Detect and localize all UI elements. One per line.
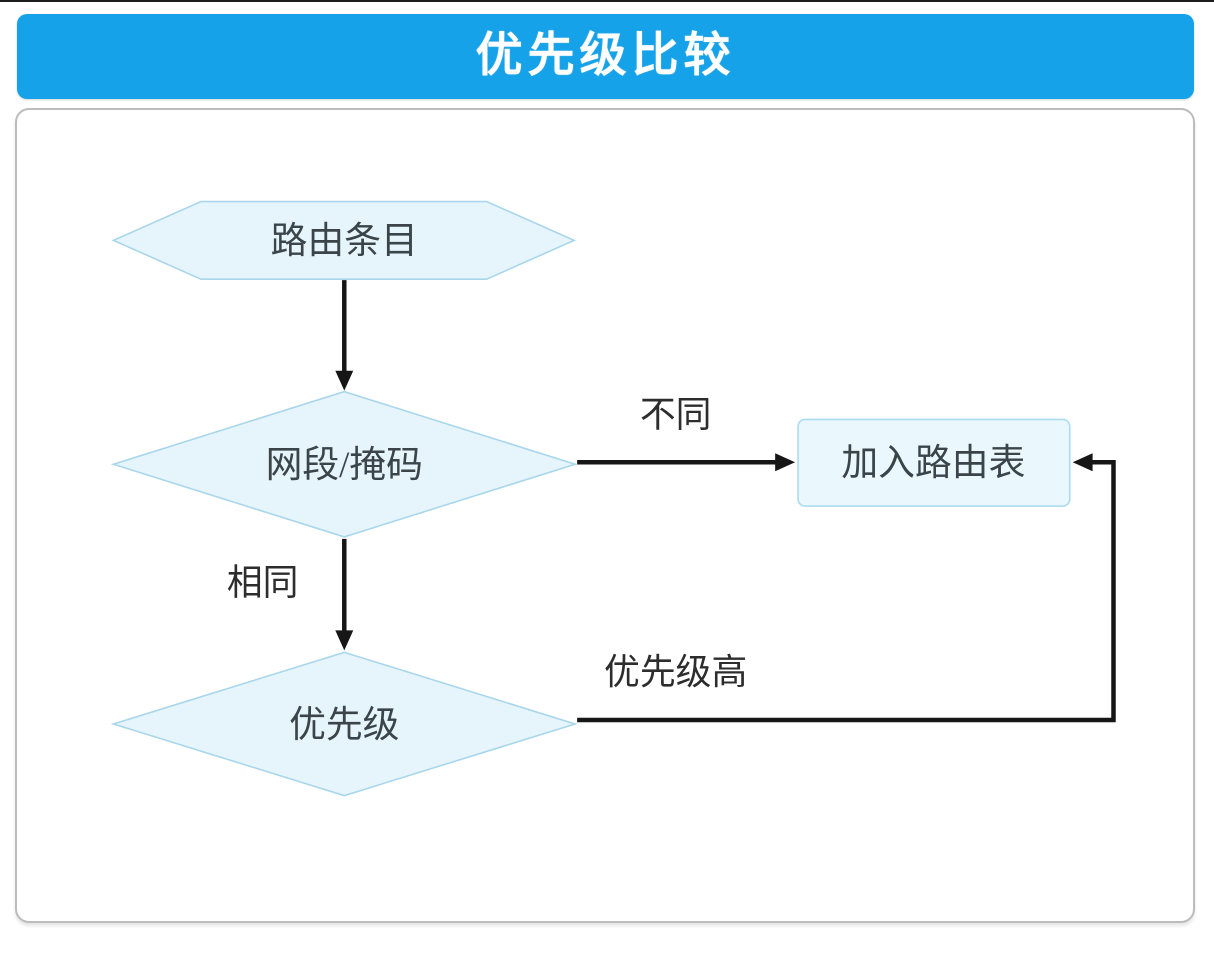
- diamond-segment-mask: [110, 390, 578, 538]
- edge-higher-priority-arrowhead: [1072, 453, 1093, 472]
- title-banner: 优先级比较: [17, 14, 1194, 99]
- diamond-priority-label: 优先级: [289, 704, 399, 745]
- edge-higher-priority-line: [577, 460, 1116, 723]
- edge-same-arrowhead: [335, 630, 354, 651]
- flowchart-canvas: 路由条目 网段/掩码 不同 加入路由表 相同 优先级 优先级高: [110, 200, 1116, 797]
- hexagon-route-entry-label: 路由条目: [271, 220, 418, 261]
- flowchart-panel: 路由条目 网段/掩码 不同 加入路由表 相同 优先级 优先级高: [15, 108, 1195, 923]
- rect-add-route-table-label: 加入路由表: [841, 442, 1025, 483]
- page-title: 优先级比较: [475, 30, 736, 82]
- edge-route-to-mask-arrowhead: [335, 370, 354, 391]
- hexagon-route-entry: [111, 200, 577, 280]
- edge-higher-priority-label: 优先级高: [604, 652, 747, 692]
- edge-different-arrowhead: [775, 453, 796, 472]
- diamond-priority: [110, 651, 578, 797]
- edge-same-label: 相同: [227, 563, 299, 603]
- rect-add-route-table: [797, 418, 1071, 507]
- edge-different-label: 不同: [640, 394, 712, 434]
- diamond-segment-mask-label: 网段/掩码: [266, 444, 423, 485]
- top-edge-line: [0, 0, 1214, 2]
